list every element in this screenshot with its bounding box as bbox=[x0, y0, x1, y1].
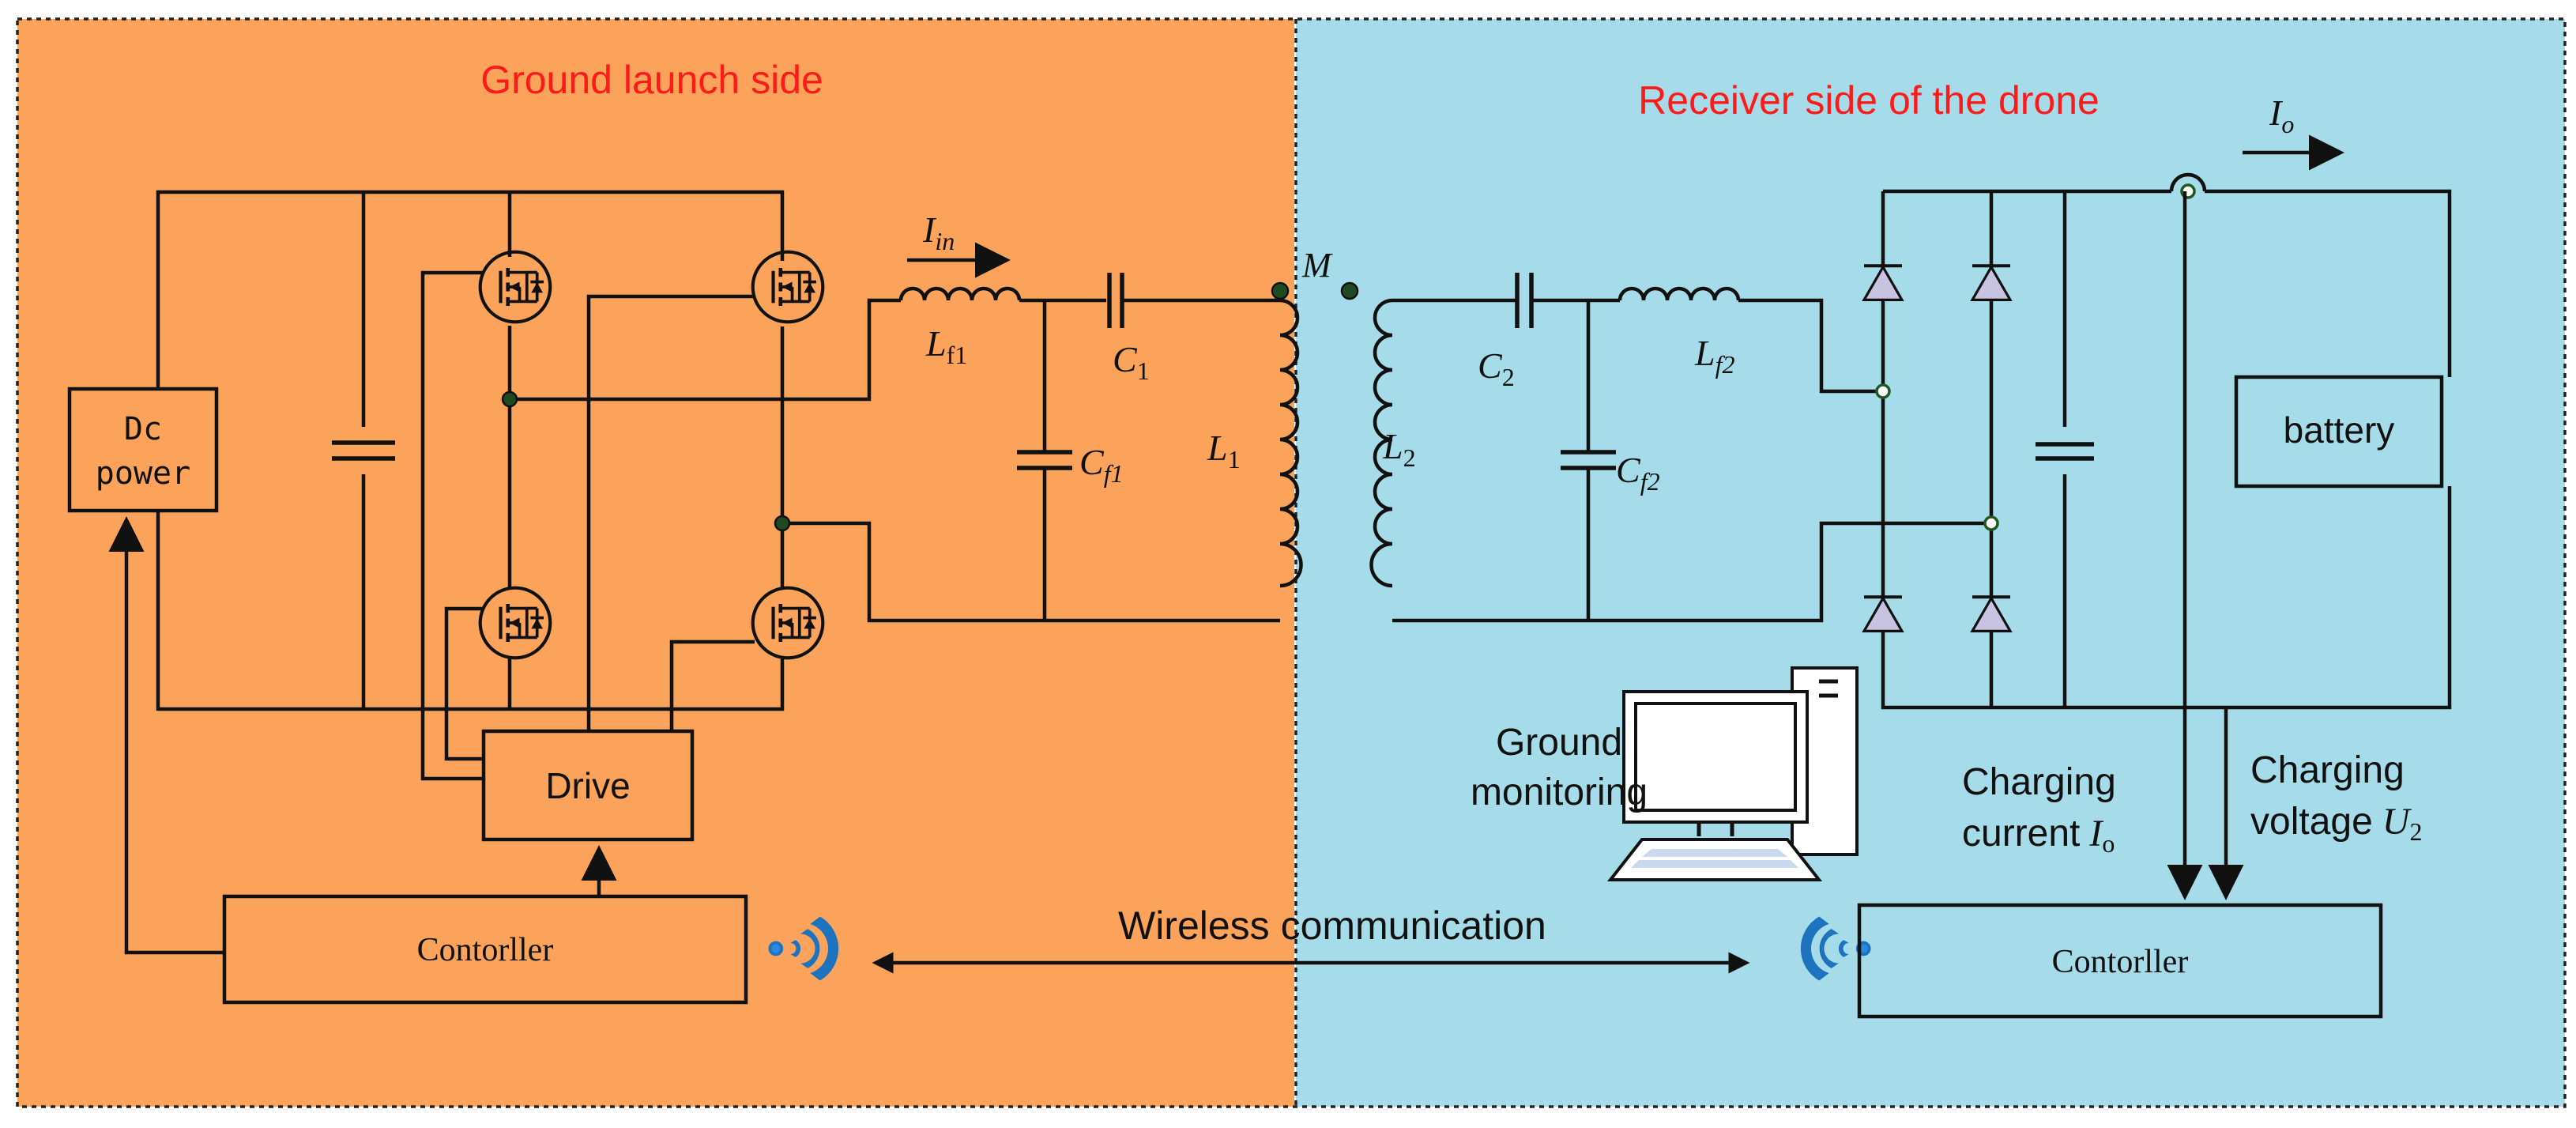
label-l2: L2 bbox=[1382, 426, 1416, 472]
bridge-output-wiring bbox=[501, 298, 1043, 623]
monitoring-label-line1: Ground bbox=[1496, 722, 1622, 764]
label-c2: C2 bbox=[1478, 345, 1515, 391]
dc-power-label-line2: power bbox=[96, 455, 190, 492]
c2-main: C bbox=[1478, 345, 1503, 386]
io2-sub: o bbox=[2102, 829, 2115, 858]
charging-voltage-label-line1: Charging bbox=[2250, 749, 2405, 791]
iin-sub: in bbox=[935, 227, 955, 255]
mutual-dot-secondary bbox=[1340, 281, 1359, 300]
receiver-side-title: Receiver side of the drone bbox=[1638, 78, 2100, 123]
label-lf1: Lf1 bbox=[925, 323, 967, 369]
receiver-controller-label: Contorller bbox=[2052, 944, 2189, 980]
dc-power-box: Dc power bbox=[67, 387, 219, 513]
label-c1: C1 bbox=[1113, 339, 1150, 385]
inductor-icon bbox=[1618, 286, 1741, 301]
control-arrows-ground bbox=[108, 516, 617, 955]
primary-filter-wiring bbox=[1019, 298, 1280, 623]
charging-voltage-word: voltage bbox=[2250, 801, 2373, 843]
charging-current-word: current bbox=[1962, 813, 2080, 854]
ground-side-background bbox=[17, 19, 1294, 1107]
label-lf2: Lf2 bbox=[1694, 333, 1734, 379]
dc-source-wiring bbox=[156, 190, 785, 711]
l1-sub: 1 bbox=[1228, 445, 1241, 473]
drive-box: Drive bbox=[481, 729, 695, 842]
capacitor-icon bbox=[1561, 450, 1616, 470]
capacitor-icon bbox=[1107, 273, 1124, 328]
capacitor-icon bbox=[2036, 442, 2094, 461]
io2-main: I bbox=[2088, 813, 2103, 854]
mutual-dot-primary bbox=[1271, 281, 1290, 300]
gate-drive-wiring bbox=[420, 270, 755, 781]
label-cf1: Cf1 bbox=[1079, 442, 1124, 488]
c1-main: C bbox=[1113, 339, 1138, 379]
primary-coil-l1 bbox=[1279, 298, 1303, 588]
lf2-main: L bbox=[1694, 333, 1715, 373]
svg-text:Io: Io bbox=[2269, 92, 2294, 138]
label-io-output: Io bbox=[2243, 92, 2344, 171]
cf2-main: C bbox=[1616, 450, 1641, 490]
l1-main: L bbox=[1207, 428, 1228, 468]
label-m: M bbox=[1301, 246, 1333, 285]
u2-main: U bbox=[2382, 801, 2412, 843]
cf1-main: C bbox=[1079, 442, 1105, 482]
drive-label: Drive bbox=[545, 765, 630, 806]
receiver-controller-box: Contorller bbox=[1857, 903, 2383, 1019]
ground-side-title: Ground launch side bbox=[480, 58, 823, 102]
lf1-sub: f1 bbox=[947, 341, 968, 369]
svg-text:Iin: Iin bbox=[922, 209, 955, 255]
outer-border bbox=[16, 17, 2567, 1108]
battery-label: battery bbox=[2284, 409, 2395, 451]
c2-sub: 2 bbox=[1502, 363, 1515, 391]
lf1-main: L bbox=[925, 323, 947, 364]
computer-icon bbox=[1606, 666, 1859, 881]
capacitor-icon bbox=[1515, 273, 1534, 328]
iin-main: I bbox=[922, 209, 937, 250]
dc-bus-capacitor bbox=[332, 440, 395, 461]
cf2-sub: f2 bbox=[1640, 467, 1660, 496]
monitoring-label-line2: monitoring bbox=[1471, 771, 1648, 813]
wireless-label: Wireless communication bbox=[1118, 904, 1546, 948]
charging-current-label-line1: Charging bbox=[1962, 761, 2116, 803]
secondary-coil-l2 bbox=[1369, 298, 1393, 588]
label-iin: Iin bbox=[907, 209, 1011, 278]
ground-controller-label: Contorller bbox=[417, 932, 554, 968]
inductor-icon bbox=[898, 286, 1022, 301]
ground-controller-box: Contorller bbox=[222, 894, 748, 1005]
io-main: I bbox=[2269, 92, 2284, 133]
receiver-side-background bbox=[1296, 19, 2565, 1107]
label-l1: L1 bbox=[1207, 428, 1241, 473]
io-sub: o bbox=[2281, 110, 2294, 138]
secondary-wiring bbox=[1392, 298, 1991, 623]
lf2-sub: f2 bbox=[1715, 350, 1735, 379]
l2-sub: 2 bbox=[1403, 443, 1416, 472]
battery-box: battery bbox=[2234, 375, 2444, 489]
l2-main: L bbox=[1382, 426, 1403, 466]
u2-sub: 2 bbox=[2409, 817, 2422, 846]
label-cf2: Cf2 bbox=[1616, 450, 1660, 496]
capacitor-icon bbox=[1017, 450, 1072, 470]
dc-power-label-line1: Dc bbox=[124, 411, 162, 447]
cf1-sub: f1 bbox=[1104, 459, 1124, 488]
c1-sub: 1 bbox=[1137, 357, 1150, 385]
